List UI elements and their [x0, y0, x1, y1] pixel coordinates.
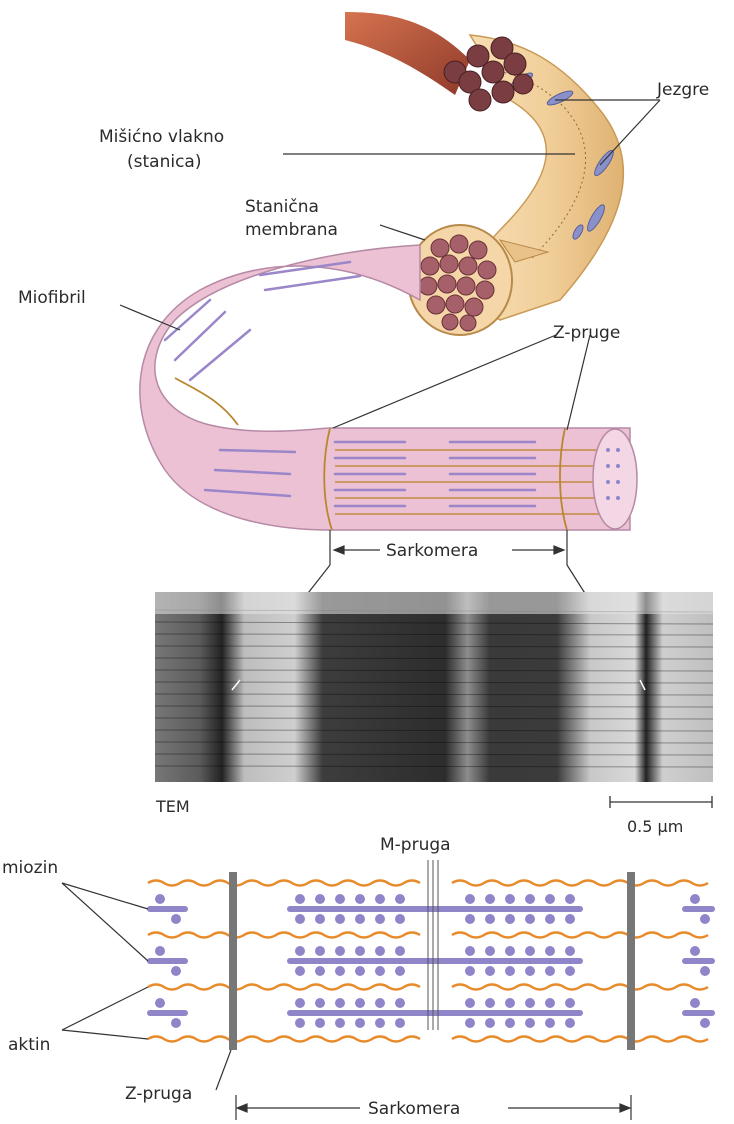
label-sarcomere-top: Sarkomera: [386, 541, 478, 561]
label-myosin: miozin: [2, 858, 58, 878]
label-tem: TEM: [155, 797, 190, 816]
label-muscle-fiber-line2: (stanica): [127, 152, 201, 172]
scale-bar: [610, 796, 712, 808]
label-actin: aktin: [8, 1035, 50, 1055]
myofibril-end-cap: [593, 429, 637, 529]
label-sarcomere-bottom: Sarkomera: [368, 1099, 460, 1119]
z-disc-left: [229, 872, 237, 1050]
label-muscle-fiber-line1: Mišićno vlakno: [99, 127, 224, 147]
label-cell-membrane-line1: Stanična: [245, 197, 319, 217]
label-z-band: Z-pruga: [125, 1084, 192, 1104]
label-cell-membrane-line2: membrana: [245, 220, 338, 240]
label-nuclei: Jezgre: [656, 80, 709, 100]
sarcomere-schematic: [148, 860, 712, 1050]
muscle-illustration: [140, 12, 637, 530]
z-disc-right: [627, 872, 635, 1050]
label-m-band: M-pruga: [380, 835, 451, 855]
tem-micrograph: [155, 592, 713, 782]
label-z-bands: Z-pruge: [553, 323, 620, 343]
label-scale-bar: 0.5 µm: [627, 817, 683, 836]
m-band-ticks: [428, 860, 438, 1030]
label-myofibril: Miofibril: [18, 288, 86, 308]
